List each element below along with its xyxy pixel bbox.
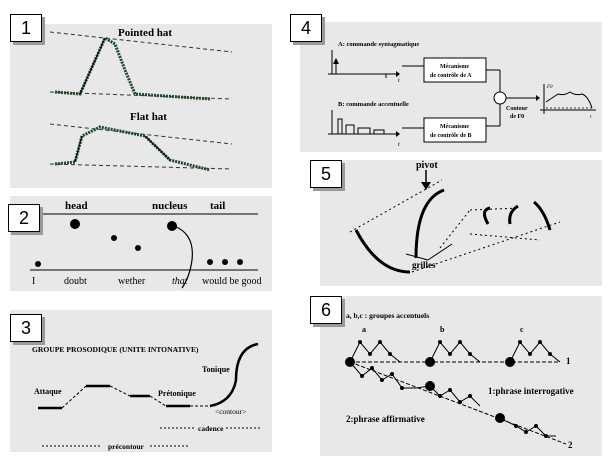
interrogative-label: 1:phrase interrogative [488, 386, 574, 396]
panel-number-4: 4 [290, 14, 322, 42]
f0-axis-label: F0 [546, 85, 553, 90]
contour-f0-line1: Contour [506, 106, 528, 112]
panel-number-1: 1 [10, 14, 42, 42]
group-c-label: c [520, 325, 524, 334]
mechanism-a-line1: Mécanisme [440, 64, 469, 70]
command-b-label: B: commande accentuelle [338, 101, 409, 108]
mechanism-b-line2: de contrôle de B [430, 133, 472, 139]
word: doubt [64, 276, 87, 287]
word: I [32, 276, 35, 287]
contour-label: <contour> [215, 407, 246, 416]
nucleus-label: nucleus [152, 200, 188, 212]
panel-4: A: commande syntagmatique t Mécanisme de… [300, 22, 602, 152]
groups-legend: a, b,c : groupes accentuels [346, 311, 429, 320]
group-b-label: b [440, 325, 445, 334]
flat-hat-label: Flat hat [130, 111, 167, 123]
pivot-label: pivot [416, 160, 438, 171]
t-label: t [590, 115, 592, 120]
panel-number-2: 2 [8, 204, 40, 232]
nucleus-diagram: head nucleus tail I doubt wether that wo… [30, 200, 261, 289]
tail-label: tail [210, 200, 225, 212]
cadence-label: cadence [198, 424, 224, 433]
group-a-label: a [362, 325, 366, 334]
affirmative-label: 2:phrase affirmative [346, 414, 425, 424]
pretonique-label: Prétonique [158, 389, 196, 398]
panel-5: pivot grilles [320, 160, 602, 286]
pivot-grid-diagram: pivot grilles [349, 160, 561, 274]
head-label: head [65, 200, 88, 212]
attaque-label: Attaque [34, 387, 62, 396]
accent-group-diagram: a, b,c : groupes accentuels a b c 1 2 [345, 311, 574, 450]
t-label: t [398, 78, 400, 84]
f0-control-model-diagram: A: commande syntagmatique t Mécanisme de… [328, 41, 596, 148]
tonique-label: Tonique [202, 365, 230, 374]
word: wether [118, 276, 146, 287]
mechanism-a-line2: de contrôle de A [430, 73, 472, 79]
mechanism-b-line1: Mécanisme [440, 124, 469, 130]
panel-number-3: 3 [10, 314, 42, 342]
t-label: t [398, 142, 400, 148]
prosodic-group-title: GROUPE PROSODIQUE (UNITE INTONATIVE) [32, 345, 199, 354]
sum-node [493, 91, 507, 105]
pointed-hat-label: Pointed hat [118, 27, 172, 39]
word: that [172, 276, 188, 287]
grilles-label: grilles [412, 260, 436, 270]
precontour-label: précontour [108, 442, 144, 451]
contour-f0-line2: de F0 [510, 114, 524, 120]
panel-number-6: 6 [310, 296, 342, 324]
hat-pattern-diagram: Pointed hat Flat hat [49, 27, 233, 172]
panel-2: head nucleus tail I doubt wether that wo… [10, 196, 272, 291]
line-1-label: 1 [566, 356, 571, 366]
panel-6: a, b,c : groupes accentuels a b c 1 2 [320, 296, 602, 456]
word: would be good [202, 276, 261, 287]
command-a-label: A: commande syntagmatique [338, 41, 419, 48]
mechanism-b-box [423, 117, 487, 143]
panel-number-5: 5 [310, 160, 342, 188]
panel-1: Pointed hat Flat hat [10, 24, 272, 188]
line-2-label: 2 [568, 440, 573, 450]
prosodic-group-diagram: GROUPE PROSODIQUE (UNITE INTONATIVE) Ton… [32, 342, 260, 451]
panel-3: GROUPE PROSODIQUE (UNITE INTONATIVE) Ton… [10, 310, 272, 452]
